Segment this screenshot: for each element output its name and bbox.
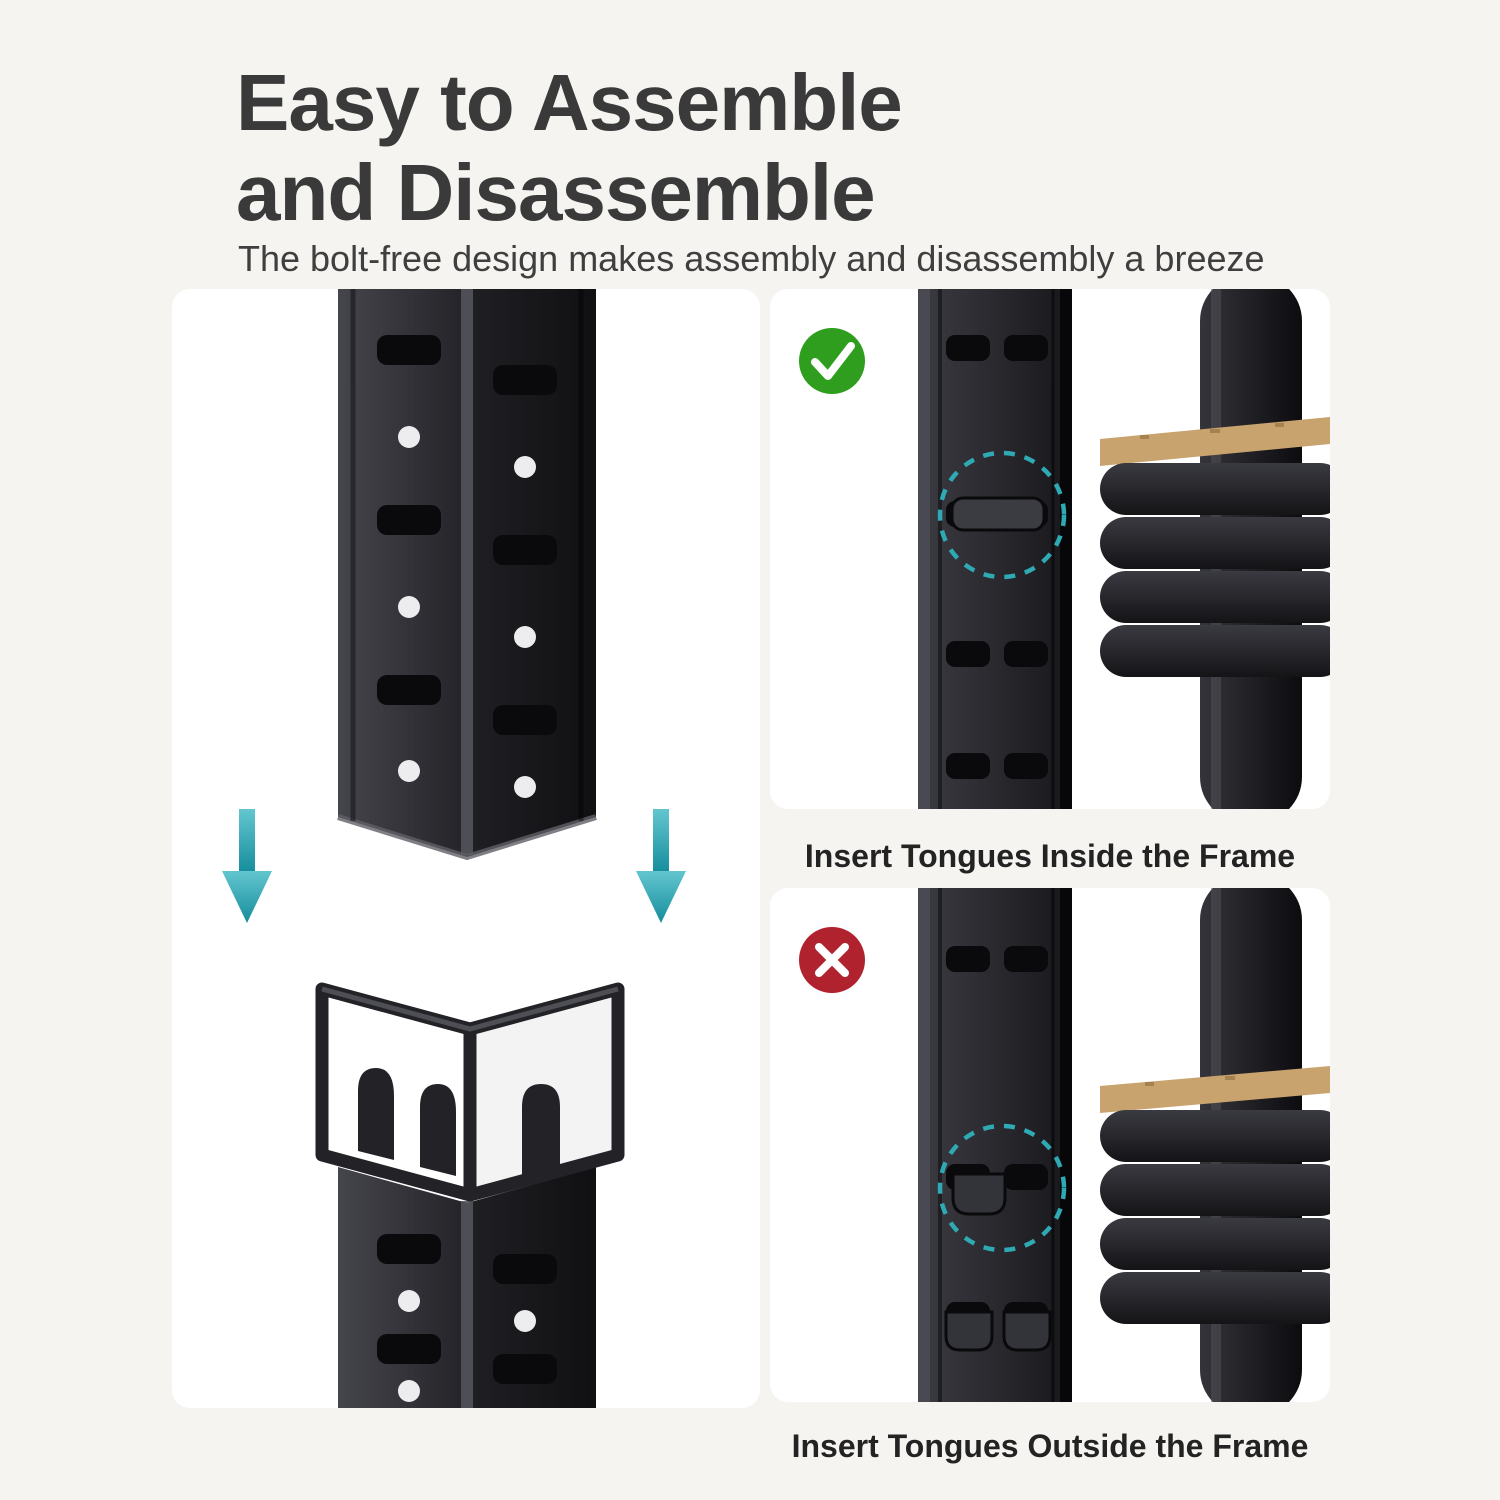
assembly-diagram: [222, 289, 686, 1408]
slot-pair: [946, 641, 1048, 667]
lower-post-slots-right: [493, 1254, 557, 1384]
post-hole: [398, 596, 420, 618]
shelf-board: [1100, 1066, 1330, 1113]
post-hole: [514, 776, 536, 798]
caption-correct: Insert Tongues Inside the Frame: [804, 838, 1296, 874]
page-title: Easy to Assemble and Disassemble: [236, 58, 903, 237]
connector-sleeve: [315, 982, 625, 1202]
cross-icon: [799, 927, 865, 993]
lower-post-slots-left: [377, 1234, 441, 1402]
arrow-down-right-icon: [636, 809, 686, 923]
shelf-front-edge: [1100, 1110, 1330, 1324]
correct-method-diagram: [799, 289, 1330, 809]
post-hole: [398, 760, 420, 782]
frame-upright: [918, 289, 1072, 809]
post-corner-ridge: [461, 289, 473, 855]
tongue-outside: [946, 1164, 1048, 1216]
arrow-down-left-icon: [222, 809, 272, 923]
post-hole: [514, 456, 536, 478]
dashed-circle-highlight: [937, 1123, 1067, 1253]
caption-incorrect: Insert Tongues Outside the Frame: [791, 1428, 1309, 1464]
incorrect-method-diagram: [799, 888, 1330, 1402]
shelf-front-edge: [1100, 463, 1330, 677]
slot-pair: [946, 753, 1048, 779]
title-line-2: and Disassemble: [236, 147, 876, 237]
upper-post-section: [337, 289, 597, 861]
post-hole: [514, 1310, 536, 1332]
correct-method-panel: [770, 289, 1330, 809]
shelf-board: [1100, 417, 1330, 466]
page-subtitle: The bolt-free design makes assembly and …: [238, 238, 1265, 279]
assembly-illustration-panel: [172, 289, 760, 1408]
tongue-outside-pair: [944, 1302, 1052, 1352]
post-hole: [398, 1290, 420, 1312]
dashed-circle-highlight: [937, 450, 1067, 580]
hook: [522, 1084, 560, 1175]
upper-post-slots-left: [377, 335, 441, 782]
post-hole: [514, 626, 536, 648]
incorrect-method-panel: [770, 888, 1330, 1402]
post-hole: [398, 1380, 420, 1402]
hook: [358, 1068, 394, 1160]
tongue-inserted: [946, 496, 1048, 532]
hook: [420, 1084, 456, 1176]
check-icon: [799, 328, 865, 394]
post-hole: [398, 426, 420, 448]
lower-post-section: [338, 1167, 596, 1408]
slot-pair: [946, 335, 1048, 361]
slot-pair: [946, 946, 1048, 972]
upper-post-slots-right: [493, 365, 557, 798]
frame-upright: [918, 888, 1072, 1402]
title-line-1: Easy to Assemble: [236, 58, 903, 147]
